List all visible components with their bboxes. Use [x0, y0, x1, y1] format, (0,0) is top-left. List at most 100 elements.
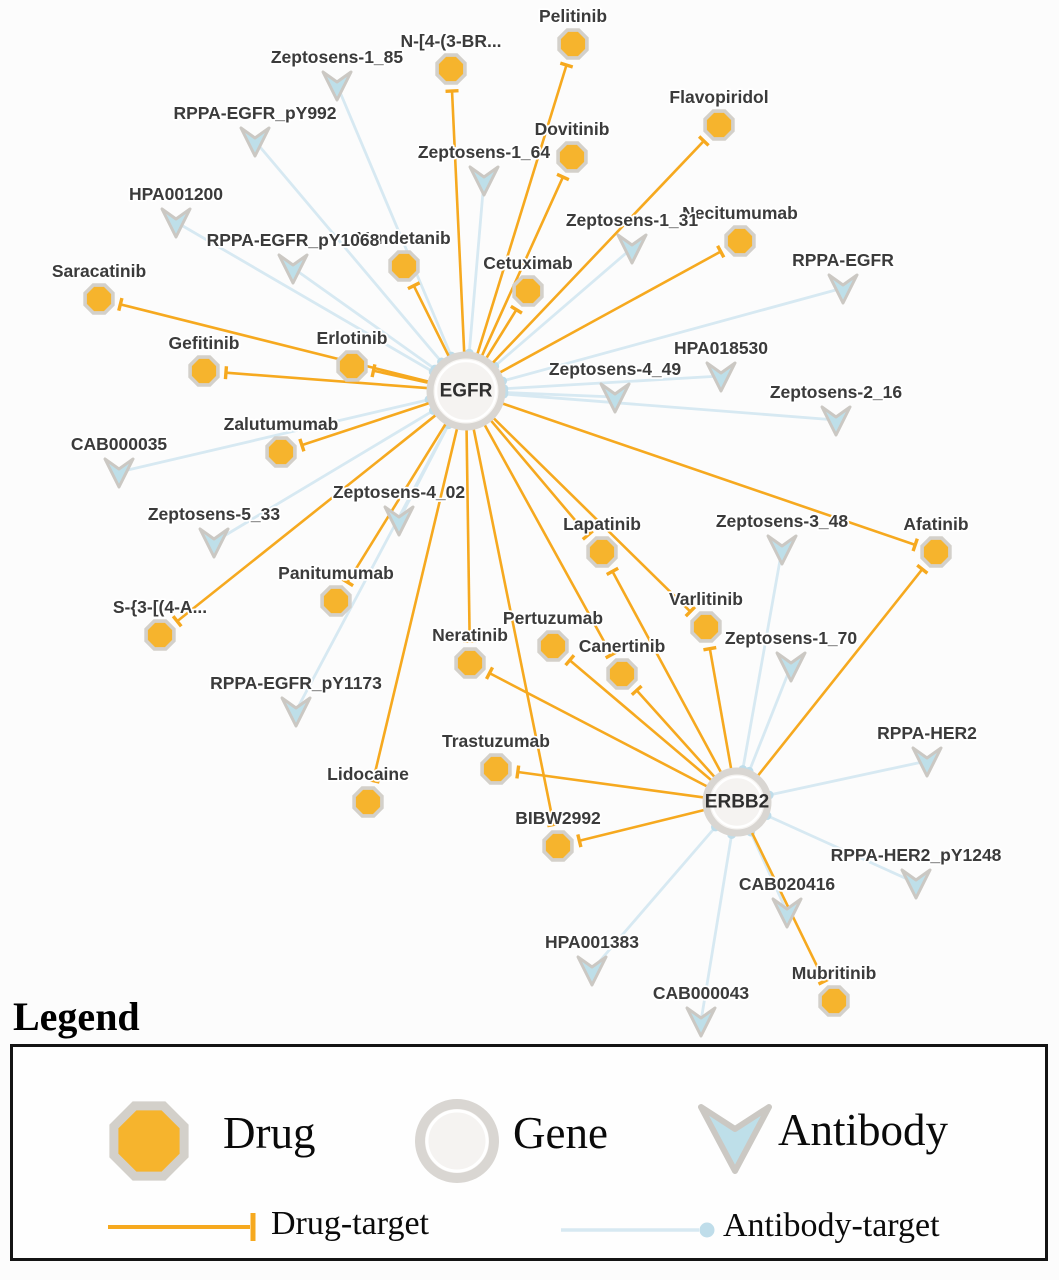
antibody-node — [383, 505, 415, 537]
node-label: Vandetanib — [357, 228, 450, 248]
antibody-target-edge — [118, 398, 430, 474]
drug-target-edge — [568, 659, 716, 785]
antibody-node — [766, 534, 798, 566]
antibody-target-edge — [467, 179, 486, 354]
drug-edge-tee — [485, 666, 495, 680]
drug-edge-tee — [559, 61, 574, 69]
node-label: RPPA-HER2_pY1248 — [831, 845, 1002, 865]
node-label: Zalutumumab — [224, 414, 339, 434]
node-label: Cetuximab — [483, 253, 572, 273]
drug-node — [542, 830, 574, 862]
legend-drug-edge-icon — [108, 1213, 256, 1241]
drug-node — [606, 658, 638, 690]
drug-target-edge — [611, 570, 725, 778]
drug-edge-tee — [556, 172, 570, 182]
drug-node — [920, 536, 952, 568]
antibody-node — [468, 165, 500, 197]
antibody-node — [771, 897, 803, 929]
node-label: Panitumumab — [278, 563, 394, 583]
node-label: RPPA-EGFR_pY992 — [173, 103, 336, 123]
node-label: Zeptosens-1_31 — [566, 210, 699, 230]
node-layer — [83, 28, 952, 1038]
gene-node — [426, 351, 506, 431]
drug-edge-tee — [703, 645, 717, 652]
label-layer: EGFRERBB2PelitinibN-[4-(3-BR...Flavopiri… — [50, 4, 1003, 1005]
node-label: Zeptosens-1_64 — [418, 142, 551, 162]
node-label: CAB020416 — [739, 874, 836, 894]
antibody-node — [198, 527, 230, 559]
drug-target-edge — [708, 648, 734, 774]
node-label: Neratinib — [432, 625, 508, 645]
antibody-node — [705, 361, 737, 393]
drug-node — [556, 141, 588, 173]
drug-edge-tee — [581, 529, 594, 541]
drug-target-edge — [754, 568, 924, 781]
gene-label: ERBB2 — [705, 792, 769, 813]
drug-node — [144, 619, 176, 651]
drug-edge-tee — [298, 438, 306, 452]
node-label: Zeptosens-4_02 — [333, 482, 466, 502]
drug-node — [352, 786, 384, 818]
drug-target-edge — [346, 419, 450, 583]
drug-node — [818, 985, 850, 1017]
drug-target-edge — [301, 400, 435, 447]
antibody-target-edge — [747, 665, 793, 772]
drug-edge-tee — [171, 615, 183, 628]
drug-target-edge — [488, 672, 712, 790]
legend-antibody-label: Antibody — [778, 1105, 949, 1155]
drug-node — [265, 436, 297, 468]
drug-target-edge — [373, 369, 434, 385]
node-label: BIBW2992 — [515, 808, 601, 828]
node-label: HPA001200 — [129, 184, 223, 204]
drug-edge-tee — [509, 304, 523, 315]
gene-label: EGFR — [440, 381, 493, 402]
drug-edge-tee — [630, 684, 643, 696]
antibody-node — [599, 382, 631, 414]
node-label: Dovitinib — [535, 119, 610, 139]
gene-node — [702, 767, 772, 837]
node-label: Zeptosens-1_70 — [725, 628, 858, 648]
node-label: Trastuzumab — [442, 731, 550, 751]
drug-target-edge — [579, 807, 710, 843]
drug-edge-tee — [407, 281, 421, 291]
network-canvas: EGFRERBB2PelitinibN-[4-(3-BR...Flavopiri… — [50, 4, 1003, 1038]
drug-target-edge — [176, 411, 441, 623]
gene-node-inner-ring — [710, 775, 764, 829]
drug-edge-tee — [223, 366, 229, 380]
node-label: Mubritinib — [792, 963, 877, 983]
legend-antibody-edge-icon — [561, 1222, 715, 1238]
legend-title: Legend — [13, 994, 140, 1039]
drug-target-edge — [486, 416, 589, 537]
drug-edge-tee — [445, 88, 459, 93]
drug-edge-tee — [916, 563, 929, 575]
node-label: N-[4-(3-BR... — [400, 31, 501, 51]
drug-target-edge — [412, 285, 453, 362]
antibody-target-edge — [294, 423, 450, 712]
antibody-node — [820, 405, 852, 437]
antibody-target-edge — [503, 391, 616, 399]
drug-edge-tee — [366, 777, 380, 784]
antibody-node — [775, 651, 807, 683]
drug-node — [320, 585, 352, 617]
antibody-target-edge — [335, 84, 453, 357]
gene-node-inner-ring — [434, 359, 498, 423]
antibody-node — [911, 746, 943, 778]
drug-target-edge — [489, 413, 692, 613]
node-label: RPPA-EGFR — [792, 250, 894, 270]
node-label: Zeptosens-1_85 — [271, 47, 404, 67]
antibody-node — [900, 868, 932, 900]
antibody-node — [103, 457, 135, 489]
node-label: Zeptosens-5_33 — [148, 504, 281, 524]
antibody-node — [827, 273, 859, 305]
drug-edge-tee — [604, 650, 618, 660]
antibody-target-edge — [493, 246, 633, 368]
drug-target-edge — [495, 250, 722, 376]
drug-target-edge — [482, 309, 518, 363]
node-label: Canertinib — [579, 636, 666, 656]
drug-edge-tee — [716, 245, 726, 259]
legend-gene-label: Gene — [513, 1108, 608, 1158]
antibody-node — [277, 253, 309, 285]
node-label: Saracatinib — [52, 261, 146, 281]
node-label: RPPA-HER2 — [877, 723, 977, 743]
